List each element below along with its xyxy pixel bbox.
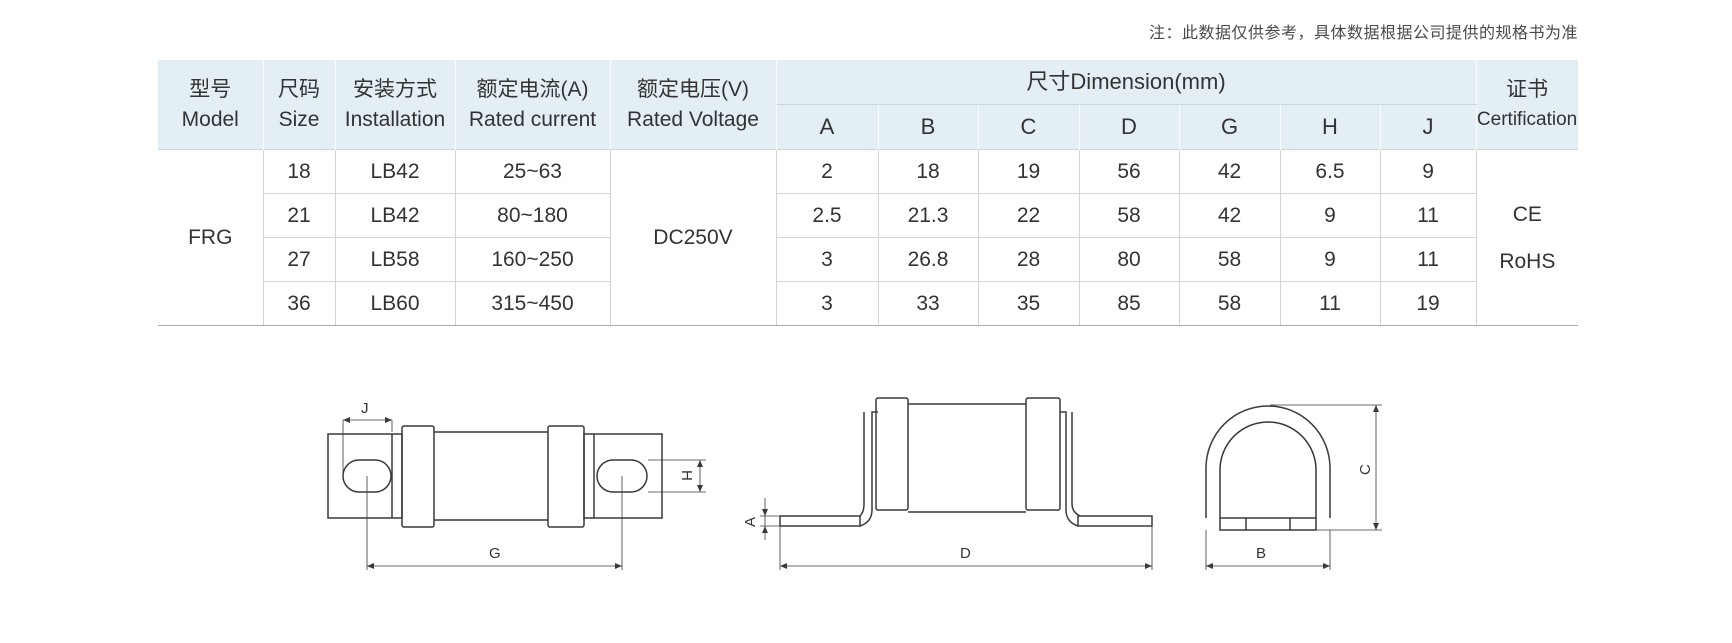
dim-cell: 80 bbox=[1078, 237, 1179, 282]
dim-cell: 19 bbox=[977, 149, 1079, 194]
fuse-drawings: J H G A D C B bbox=[327, 397, 1382, 570]
header-dim-j: J bbox=[1380, 104, 1477, 150]
header-dim-d: D bbox=[1079, 104, 1180, 150]
header-installation: 安装方式 Installation bbox=[335, 60, 456, 150]
dim-cell: 11 bbox=[1379, 193, 1477, 238]
header-certification: 证书 Certification bbox=[1476, 60, 1579, 150]
table-row: 36 LB60 315~450 3 33 35 85 58 11 19 bbox=[158, 281, 1578, 326]
header-dim-a: A bbox=[776, 104, 879, 150]
end-view-drawing bbox=[1205, 404, 1382, 570]
dim-cell: 2.5 bbox=[775, 193, 878, 238]
dim-cell: 26.8 bbox=[877, 237, 978, 282]
table-row: FRG 18 LB42 25~63 DC250V 2 18 19 56 42 6… bbox=[158, 149, 1579, 326]
label-b: B bbox=[1256, 545, 1266, 562]
disclaimer-note: 注：此数据仅供参考，具体数据根据公司提供的规格书为准 bbox=[1148, 23, 1578, 42]
header-rated-current: 额定电流(A) Rated current bbox=[455, 60, 611, 150]
side-view-drawing bbox=[760, 397, 1153, 570]
current-cell: 25~63 bbox=[454, 149, 610, 194]
dim-cell: 28 bbox=[977, 237, 1079, 282]
header-model: 型号 Model bbox=[158, 60, 264, 150]
size-cell: 27 bbox=[262, 237, 335, 282]
dim-cell: 33 bbox=[877, 281, 978, 326]
installation-cell: LB42 bbox=[334, 193, 455, 238]
table-row: 21 LB42 80~180 2.5 21.3 22 58 42 9 11 bbox=[158, 193, 1578, 238]
label-d: D bbox=[960, 545, 971, 562]
header-dim-c: C bbox=[978, 104, 1080, 150]
voltage-cell: DC250V bbox=[609, 149, 776, 326]
certification-cell: CE RoHS bbox=[1475, 149, 1579, 326]
label-c: C bbox=[1357, 464, 1374, 475]
top-view-drawing bbox=[327, 419, 706, 570]
current-cell: 315~450 bbox=[454, 281, 610, 326]
spec-table: 型号 Model 尺码 Size 安装方式 Installation 额定电流(… bbox=[158, 60, 1579, 326]
dim-cell: 9 bbox=[1279, 237, 1380, 282]
label-g: G bbox=[489, 545, 501, 562]
dim-cell: 58 bbox=[1178, 281, 1280, 326]
dim-cell: 35 bbox=[977, 281, 1079, 326]
header-dim-h: H bbox=[1280, 104, 1381, 150]
dim-cell: 9 bbox=[1279, 193, 1380, 238]
dim-cell: 3 bbox=[775, 237, 878, 282]
dim-cell: 21.3 bbox=[877, 193, 978, 238]
header-size: 尺码 Size bbox=[263, 60, 336, 150]
size-cell: 21 bbox=[262, 193, 335, 238]
label-h: H bbox=[678, 470, 695, 481]
table-row: 27 LB58 160~250 3 26.8 28 80 58 9 11 bbox=[158, 237, 1578, 282]
dim-cell: 18 bbox=[877, 149, 978, 194]
dim-cell: 11 bbox=[1279, 281, 1380, 326]
current-cell: 160~250 bbox=[454, 237, 610, 282]
header-dim-b: B bbox=[878, 104, 979, 150]
dim-cell: 85 bbox=[1078, 281, 1179, 326]
cert-rohs: RoHS bbox=[1499, 249, 1556, 273]
header-dim-g: G bbox=[1179, 104, 1281, 150]
dim-cell: 22 bbox=[977, 193, 1079, 238]
installation-cell: LB42 bbox=[334, 149, 455, 194]
dim-cell: 42 bbox=[1178, 149, 1280, 194]
cert-ce: CE bbox=[1512, 202, 1542, 226]
label-j: J bbox=[361, 400, 369, 417]
dim-cell: 58 bbox=[1178, 237, 1280, 282]
dim-cell: 6.5 bbox=[1279, 149, 1380, 194]
dim-cell: 58 bbox=[1078, 193, 1179, 238]
installation-cell: LB60 bbox=[334, 281, 455, 326]
label-a: A bbox=[742, 517, 759, 527]
dim-cell: 3 bbox=[775, 281, 878, 326]
dim-cell: 56 bbox=[1078, 149, 1179, 194]
size-cell: 36 bbox=[262, 281, 335, 326]
size-cell: 18 bbox=[262, 149, 335, 194]
dim-cell: 11 bbox=[1379, 237, 1477, 282]
header-rated-voltage: 额定电压(V) Rated Voltage bbox=[610, 60, 777, 150]
installation-cell: LB58 bbox=[334, 237, 455, 282]
header-dimension: 尺寸Dimension(mm) bbox=[776, 60, 1477, 105]
dim-cell: 19 bbox=[1379, 281, 1477, 326]
current-cell: 80~180 bbox=[454, 193, 610, 238]
dim-cell: 2 bbox=[775, 149, 878, 194]
model-cell: FRG bbox=[158, 149, 263, 326]
dim-cell: 42 bbox=[1178, 193, 1280, 238]
dim-cell: 9 bbox=[1379, 149, 1477, 194]
